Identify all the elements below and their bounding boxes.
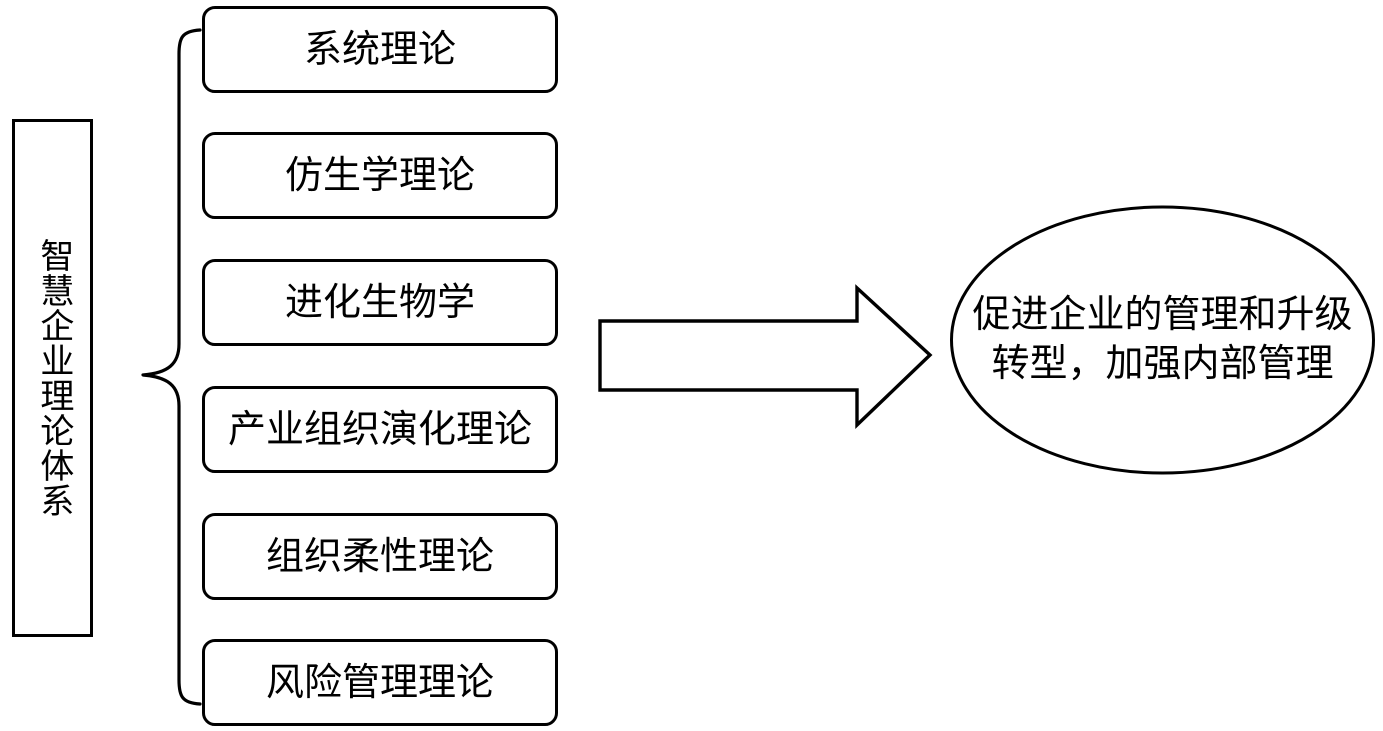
theory-box-4[interactable]: 产业组织演化理论 <box>202 386 558 473</box>
theory-label-2: 仿生学理论 <box>284 154 475 197</box>
curly-brace-icon <box>141 28 202 706</box>
outcome-ellipse: 促进企业的管理和升级 转型，加强内部管理 <box>949 205 1376 475</box>
theory-label-1: 系统理论 <box>303 28 456 71</box>
ellipse-shape-icon <box>950 205 1375 475</box>
outcome-line-1: 促进企业的管理和升级 <box>972 294 1353 337</box>
outcome-text: 促进企业的管理和升级 转型，加强内部管理 <box>963 205 1362 475</box>
theory-label-4: 产业组织演化理论 <box>227 408 532 451</box>
theory-label-6: 风险管理理论 <box>265 661 494 704</box>
theory-label-5: 组织柔性理论 <box>265 535 494 578</box>
theory-label-3: 进化生物学 <box>284 281 475 324</box>
root-concept-box: 智慧企业理论体系 <box>12 119 93 637</box>
theory-box-6[interactable]: 风险管理理论 <box>202 639 558 726</box>
root-concept-label: 智慧企业理论体系 <box>34 238 72 518</box>
theory-box-1[interactable]: 系统理论 <box>202 6 558 93</box>
right-arrow-icon <box>598 284 933 429</box>
theory-box-5[interactable]: 组织柔性理论 <box>202 513 558 600</box>
theory-box-3[interactable]: 进化生物学 <box>202 259 558 346</box>
outcome-line-2: 转型，加强内部管理 <box>991 343 1334 385</box>
theory-box-2[interactable]: 仿生学理论 <box>202 132 558 219</box>
